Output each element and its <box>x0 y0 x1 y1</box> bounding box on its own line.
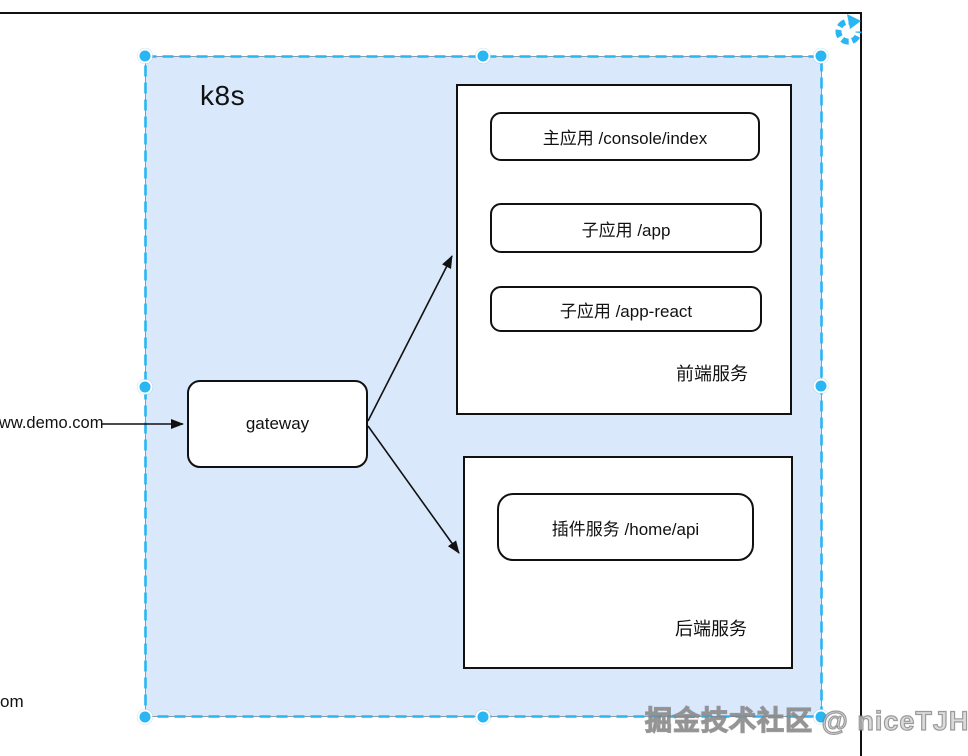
frontend-group-caption: 前端服务 <box>676 364 748 384</box>
node-plugin-service-label: 插件服务 /home/api <box>551 519 700 539</box>
selection-handle-ne[interactable] <box>813 48 829 64</box>
clipped-text-fragment: om <box>0 692 24 711</box>
selection-handle-se[interactable] <box>813 709 829 725</box>
selection-handle-s[interactable] <box>475 709 491 725</box>
selection-handle-n[interactable] <box>475 48 491 64</box>
edge-gateway-to-frontend[interactable] <box>367 255 453 422</box>
selection-handle-sw[interactable] <box>137 709 153 725</box>
backend-group[interactable]: 插件服务 /home/api 后端服务 <box>463 456 793 669</box>
selection-handle-w[interactable] <box>137 379 153 395</box>
gateway-node-label: gateway <box>245 414 310 433</box>
backend-group-caption: 后端服务 <box>675 619 747 639</box>
node-sub-app-react[interactable]: 子应用 /app-react <box>490 286 762 332</box>
rotate-clockwise-icon[interactable] <box>831 14 863 53</box>
selection-handle-e[interactable] <box>813 378 829 394</box>
node-sub-app-label: 子应用 /app <box>581 220 671 240</box>
edge-gateway-to-backend[interactable] <box>367 425 460 554</box>
selection-handle-nw[interactable] <box>137 48 153 64</box>
gateway-node[interactable]: gateway <box>187 380 368 468</box>
node-plugin-service[interactable]: 插件服务 /home/api <box>497 493 754 561</box>
frontend-group[interactable]: 主应用 /console/index 子应用 /app 子应用 /app-rea… <box>456 84 792 415</box>
domain-edge-label: www.demo.com <box>0 414 104 432</box>
node-sub-app[interactable]: 子应用 /app <box>490 203 762 253</box>
node-sub-app-react-label: 子应用 /app-react <box>559 301 693 321</box>
node-main-app-label: 主应用 /console/index <box>542 129 708 148</box>
node-main-app[interactable]: 主应用 /console/index <box>490 112 760 161</box>
k8s-container-label: k8s <box>200 80 246 111</box>
